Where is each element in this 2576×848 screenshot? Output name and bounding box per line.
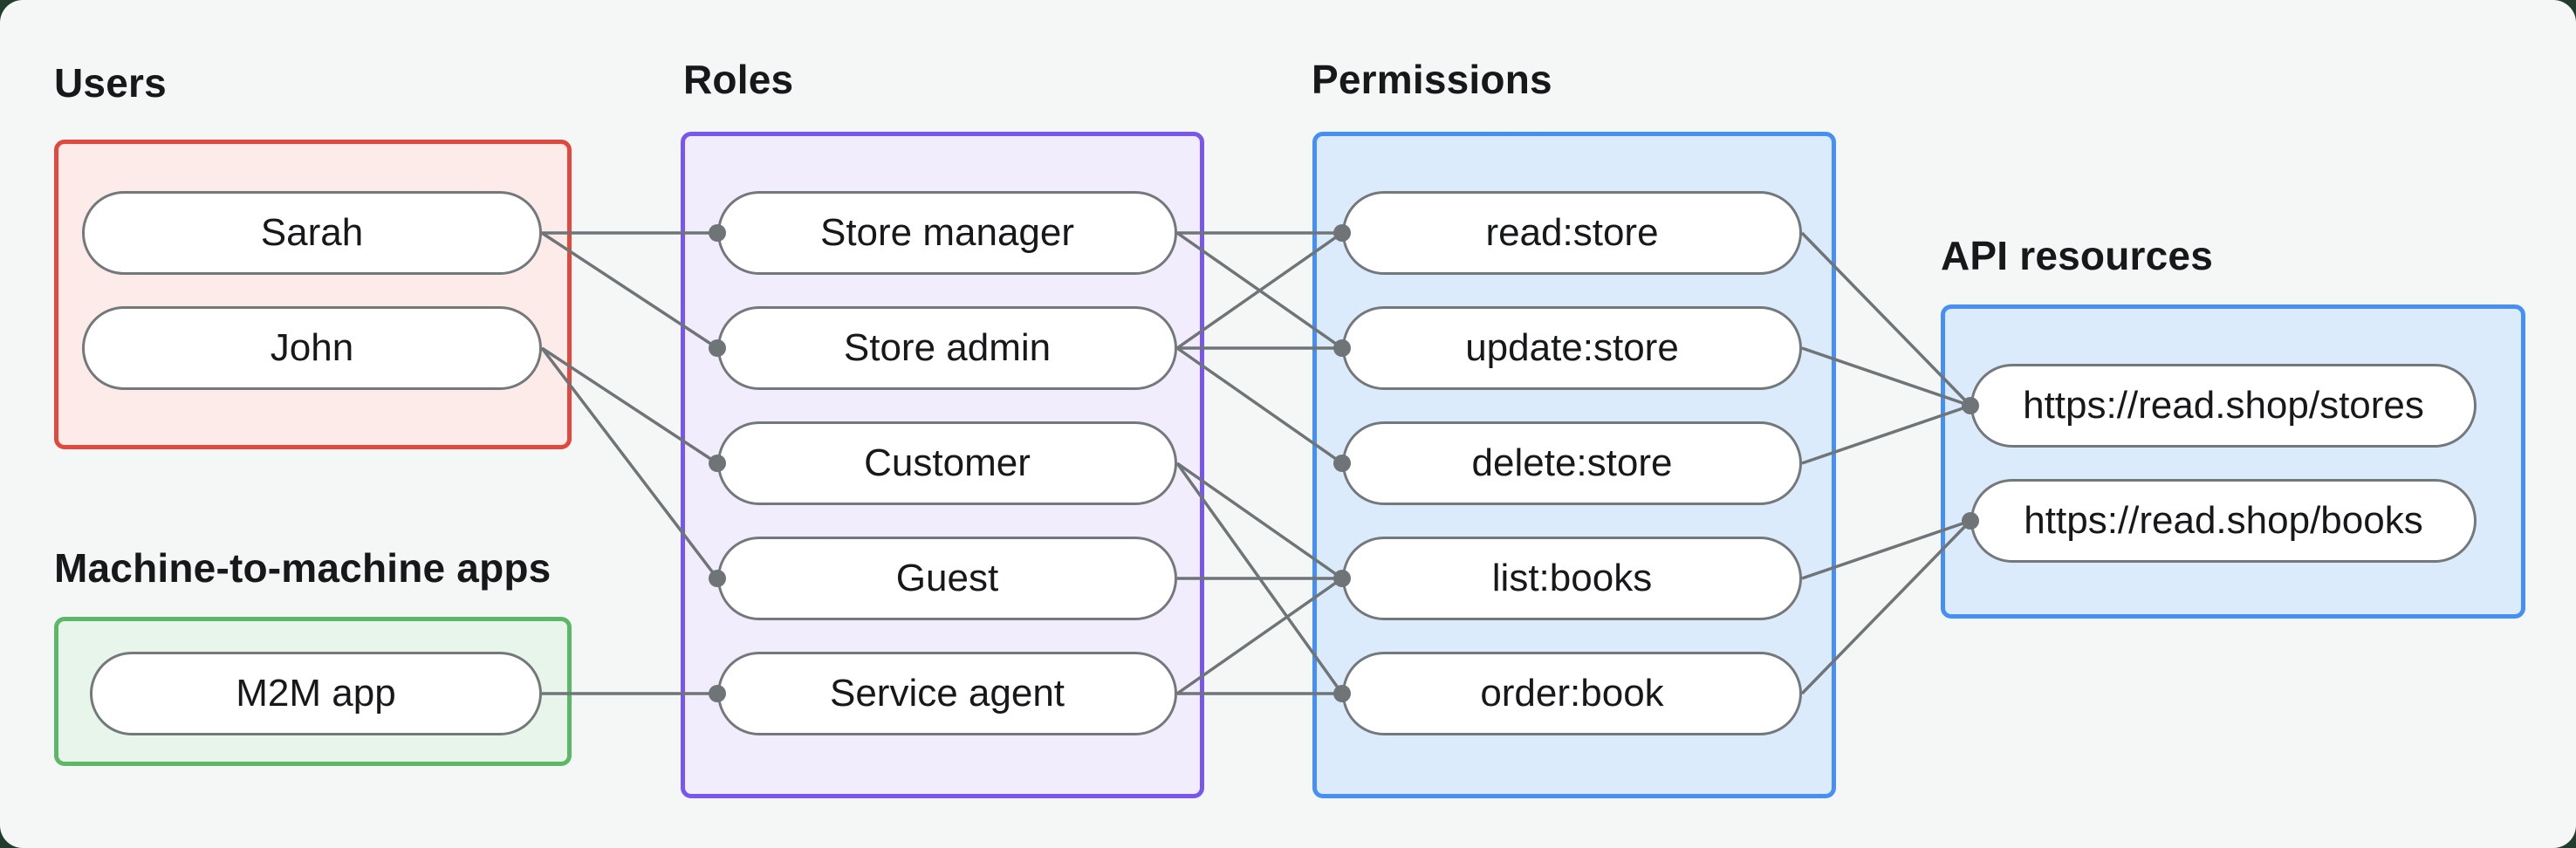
node-read-store: read:store (1342, 191, 1802, 275)
group-users-label: Users (54, 60, 167, 106)
node-store-admin: Store admin (717, 306, 1177, 390)
node-m2m-app: M2M app (90, 652, 542, 735)
node-stores: https://read.shop/stores (1970, 364, 2477, 448)
node-john: John (82, 306, 542, 390)
node-books: https://read.shop/books (1970, 479, 2477, 563)
node-order-book: order:book (1342, 652, 1802, 735)
node-list-books: list:books (1342, 537, 1802, 620)
node-delete-store: delete:store (1342, 421, 1802, 505)
group-roles-label: Roles (683, 57, 794, 102)
node-sarah: Sarah (82, 191, 542, 275)
group-permissions-label: Permissions (1312, 57, 1552, 102)
group-m2m-label: Machine-to-machine apps (54, 545, 552, 591)
node-service-agent: Service agent (717, 652, 1177, 735)
node-update-store: update:store (1342, 306, 1802, 390)
node-store-manager: Store manager (717, 191, 1177, 275)
group-api-resources-label: API resources (1941, 233, 2213, 278)
group-api-resources-box (1941, 304, 2525, 619)
group-users-box (54, 140, 572, 449)
node-customer: Customer (717, 421, 1177, 505)
node-guest: Guest (717, 537, 1177, 620)
